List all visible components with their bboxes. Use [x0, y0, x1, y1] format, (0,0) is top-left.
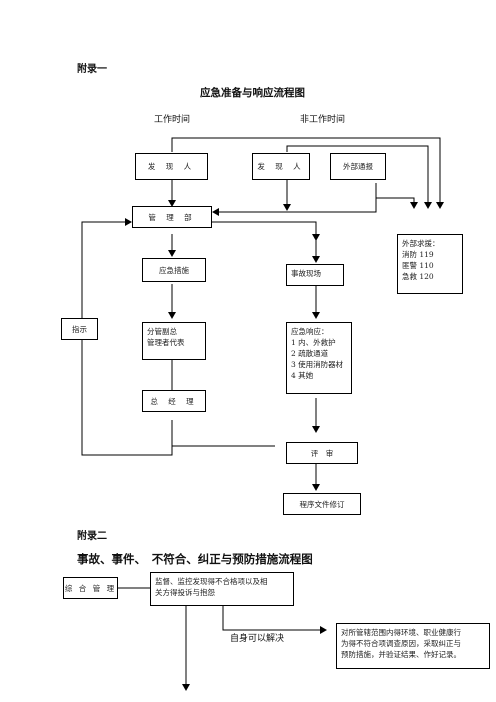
management-box: 管 理 部: [132, 206, 212, 228]
external-report-label: 外部通报: [343, 162, 373, 171]
connector-offhours-to-external: [286, 145, 432, 209]
accident-site-box: 事故现场: [286, 264, 344, 286]
connector-supervise-to-corrective: [222, 606, 327, 634]
connector-external-report-to-help: [375, 183, 418, 209]
connector-external-report-to-mgmt: [212, 183, 377, 216]
emergency-response-line-3: 3 使用消防器材: [291, 360, 344, 369]
emergency-response-box: 应急响应： 1 内、外救护 2 疏散通道 3 使用消防器材 4 其她: [286, 322, 352, 394]
general-mgmt-box: 综 合 管 理: [63, 577, 118, 599]
corrective-line-1: 为得不符合项调查原因，采取纠正与: [341, 639, 461, 648]
supervise-box: 监督、监控发现得不合格项以及相 关方得投诉与抱怨: [150, 572, 294, 606]
appendix2-title: 事故、事件、 不符合、纠正与预防措施流程图: [77, 552, 313, 566]
work-hours-label: 工作时间: [154, 115, 191, 125]
external-help-line-3: 急救 120: [402, 272, 434, 281]
general-manager-label: 总 经 理: [150, 396, 198, 406]
external-help-box: 外部求援： 消防 119 匪警 110 急救 120: [397, 234, 463, 294]
self-resolve-label: 自身可以解决: [228, 631, 287, 644]
procedure-revision-label: 程序文件修订: [299, 499, 345, 509]
instruction-label: 指示: [72, 324, 87, 334]
emergency-response-line-4: 4 其她: [291, 371, 314, 380]
instruction-box: 指示: [61, 318, 98, 340]
corrective-line-2: 预防措施，并验证结果、作好记录。: [341, 650, 461, 659]
discoverer-work-label: 发 现 人: [147, 162, 196, 171]
connector-work-to-external: [171, 137, 444, 209]
external-help-line-2: 匪警 110: [402, 261, 434, 270]
appendix1-title: 应急准备与响应流程图: [200, 87, 305, 99]
connector-mgmt-to-site: [212, 221, 320, 241]
supervise-line-1: 关方得投诉与抱怨: [155, 588, 215, 597]
deputy-manager-box: 分管副总 管理者代表: [142, 322, 206, 360]
appendix1-heading: 附录一: [77, 64, 107, 75]
general-manager-box: 总 经 理: [142, 390, 206, 412]
deputy-manager-line-1: 管理者代表: [147, 338, 185, 347]
external-help-line-1: 消防 119: [402, 250, 434, 259]
supervise-line-0: 监督、监控发现得不合格项以及相: [155, 577, 268, 586]
management-label: 管 理 部: [148, 212, 196, 222]
emergency-response-line-0: 应急响应：: [291, 327, 329, 336]
emergency-measures-label: 应急措施: [159, 265, 189, 275]
review-label: 评 审: [310, 448, 334, 458]
emergency-measures-box: 应急措施: [142, 258, 206, 282]
accident-site-label: 事故现场: [291, 269, 321, 278]
procedure-revision-box: 程序文件修订: [283, 493, 361, 515]
deputy-manager-line-0: 分管副总: [147, 327, 177, 336]
emergency-response-line-2: 2 疏散通道: [291, 349, 329, 358]
general-mgmt-label: 综 合 管 理: [64, 583, 117, 593]
discoverer-work-box: 发 现 人: [135, 153, 208, 180]
external-report-box: 外部通报: [330, 153, 386, 180]
discoverer-off-label: 发 现 人: [257, 162, 305, 171]
off-hours-label: 非工作时间: [300, 115, 346, 125]
corrective-action-box: 对所管辖范围内得环境、职业健康行 为得不符合项调查原因，采取纠正与 预防措施，并…: [336, 623, 490, 669]
appendix2-heading: 附录二: [77, 531, 107, 542]
external-help-line-0: 外部求援：: [402, 239, 440, 248]
corrective-line-0: 对所管辖范围内得环境、职业健康行: [341, 628, 461, 637]
connector-gm-to-review: [171, 440, 275, 447]
review-box: 评 审: [286, 442, 358, 464]
discoverer-off-box: 发 现 人: [252, 153, 310, 180]
emergency-response-line-1: 1 内、外救护: [291, 338, 336, 347]
